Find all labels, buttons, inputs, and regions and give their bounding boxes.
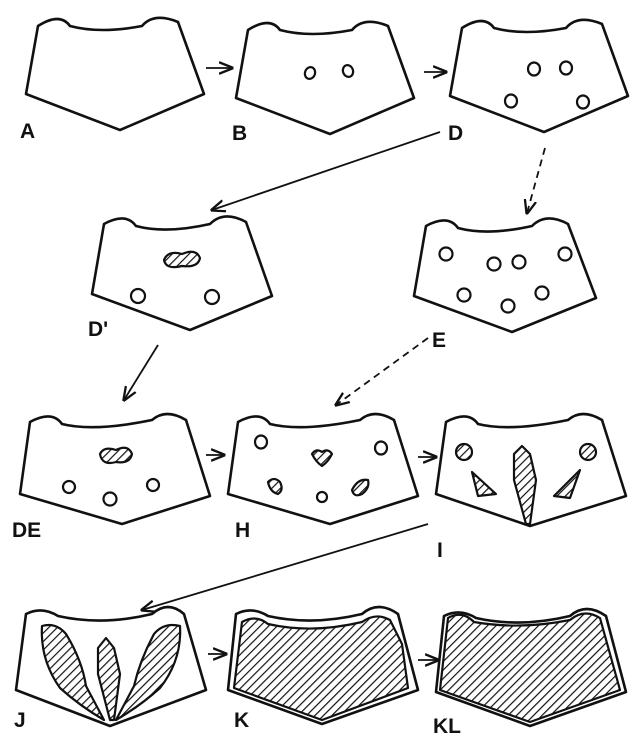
label-I: I <box>437 539 443 562</box>
label-D: D <box>448 122 463 145</box>
pattern-H <box>228 414 418 524</box>
pattern-J <box>16 607 206 726</box>
label-B: B <box>232 122 247 145</box>
arrow-e-to-h <box>336 338 428 405</box>
pattern-DE <box>20 414 210 524</box>
arrow-i-to-j <box>142 524 428 610</box>
pattern-D-prime <box>92 216 272 330</box>
pattern-I <box>436 414 626 526</box>
arrow-d-to-e <box>527 148 545 213</box>
label-K: K <box>234 709 249 732</box>
arrow-dprime-to-de <box>124 345 158 400</box>
label-D-prime: D' <box>88 318 108 341</box>
label-KL: KL <box>433 715 461 738</box>
pattern-D <box>450 20 628 132</box>
label-H: H <box>235 519 250 542</box>
pattern-A <box>26 18 204 130</box>
pattern-E <box>414 218 596 332</box>
pattern-B <box>236 22 414 134</box>
label-A: A <box>20 120 35 143</box>
label-E: E <box>432 329 446 352</box>
label-J: J <box>14 709 26 732</box>
pattern-KL <box>436 609 626 726</box>
pattern-K <box>228 607 418 724</box>
label-DE: DE <box>12 519 41 542</box>
